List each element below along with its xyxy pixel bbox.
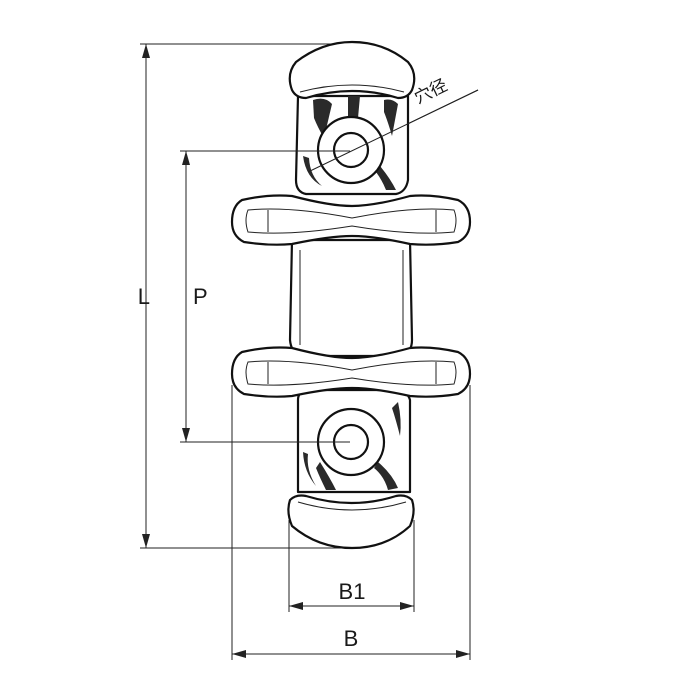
- chain-link: [230, 40, 472, 550]
- upper-shadow-low-left: [303, 156, 322, 186]
- dimension-overall-width: B: [231, 385, 471, 660]
- arrow-down-icon: [182, 428, 190, 442]
- lower-shadow-top-right: [392, 402, 401, 436]
- label-hole-diameter: 穴径: [411, 76, 450, 109]
- label-overall-width: B: [344, 626, 359, 651]
- upper-shadow-low-right: [376, 166, 396, 190]
- arrow-left-icon: [289, 602, 303, 610]
- lower-cap: [287, 494, 415, 550]
- upper-crossbar-inner: [245, 208, 457, 234]
- arrow-up-icon: [182, 151, 190, 165]
- upper-shadow-left: [313, 98, 332, 138]
- lower-shadow-center-left: [316, 462, 336, 490]
- arrow-up-icon: [142, 44, 150, 58]
- lower-shadow-right: [374, 462, 398, 490]
- label-length: L: [138, 284, 150, 309]
- dimension-inner-width: B1: [288, 520, 415, 612]
- dimension-length: L: [138, 43, 345, 549]
- arrow-down-icon: [142, 534, 150, 548]
- upper-hole: [332, 131, 370, 169]
- arrow-left-icon: [232, 650, 246, 658]
- label-pitch: P: [193, 284, 208, 309]
- lower-crossbar-inner: [245, 360, 457, 386]
- upper-shadow-center: [348, 96, 360, 118]
- arrow-right-icon: [456, 650, 470, 658]
- upper-cap: [288, 40, 416, 100]
- upper-cap-edge: [299, 84, 405, 93]
- link-center-body: [288, 238, 414, 358]
- upper-shadow-right: [384, 99, 398, 136]
- hole-leader-overlay: [307, 89, 479, 173]
- arrow-right-icon: [400, 602, 414, 610]
- label-inner-width: B1: [339, 579, 366, 604]
- lower-cap-edge: [297, 501, 407, 511]
- lower-shadow-left: [303, 452, 316, 486]
